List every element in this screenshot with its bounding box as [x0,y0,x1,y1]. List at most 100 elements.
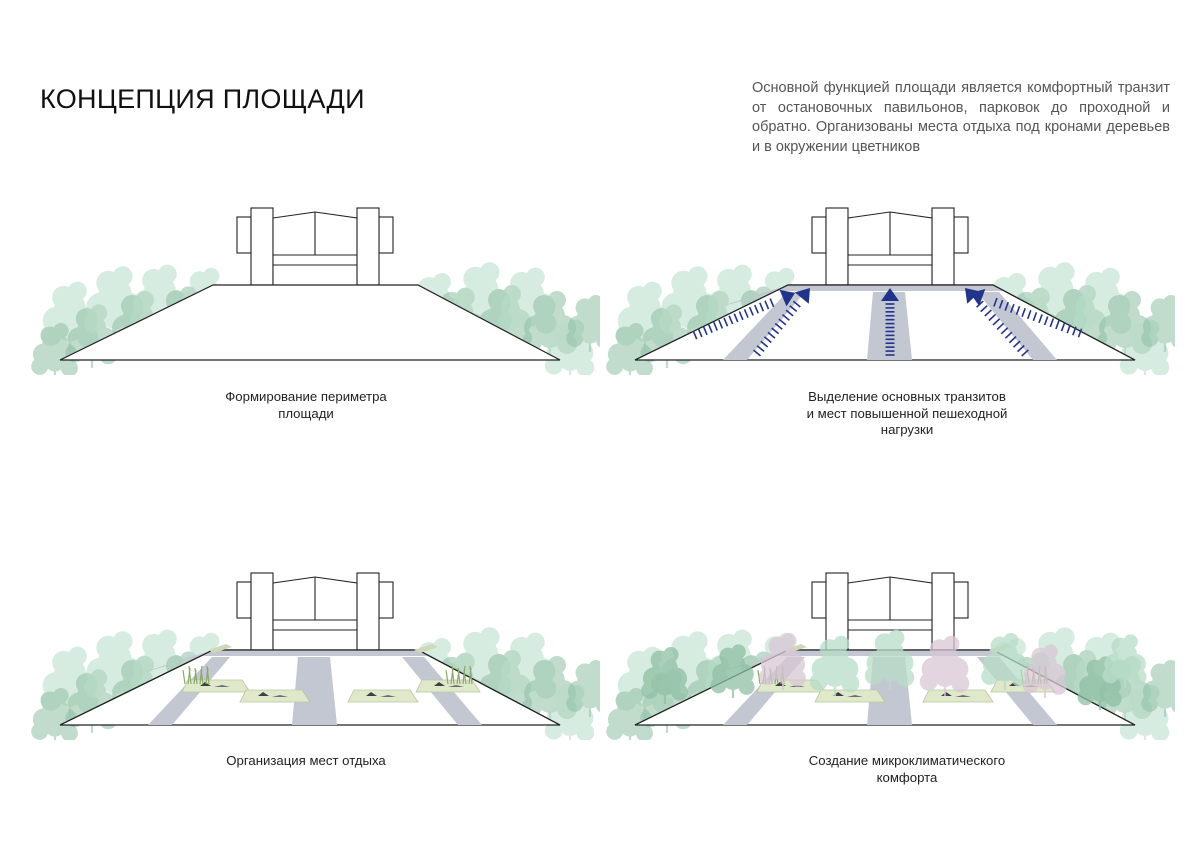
tree-canopy [544,356,563,375]
building-side-wing [953,581,969,619]
arrow-dash [733,313,739,323]
tree-icon [566,660,600,717]
arrow-dash [1055,320,1060,330]
tree-canopy [112,631,133,652]
tree-canopy [1163,295,1175,311]
tree-canopy [433,273,451,291]
transit-path [138,650,213,674]
tree-canopy [559,349,581,371]
arrow-dash [1077,328,1083,338]
tree-canopy [498,675,520,697]
tree-canopy [1119,721,1138,740]
tree-canopy [548,656,566,674]
bench-icon [434,682,445,686]
tree-canopy [53,323,69,339]
tree-canopy [60,724,78,740]
tree-canopy [1073,310,1095,332]
arrow-dash [785,309,794,317]
building-side-wing [236,216,252,254]
tree-canopy [203,267,220,284]
arrow-dash [781,314,790,321]
panel-microclimate-diagram [606,572,1175,740]
arrow-dash [1049,318,1055,328]
arrow-dash [1066,324,1072,334]
tree-canopy [84,676,107,699]
tree-icon [1141,295,1175,352]
arrow-dash [771,327,780,335]
arrow-dash [1010,303,1015,313]
flowerbed-stem [462,665,466,685]
tree-canopy [732,264,752,284]
tree-canopy [642,281,662,301]
caption-rest: Организация мест отдыха [146,753,466,770]
panel-transits [605,195,1175,375]
building-icon [236,207,394,286]
arrow-dash [702,326,708,336]
bench-icon [214,685,230,687]
building-side-wing [236,581,252,619]
transit-path [202,650,430,656]
panel-perimeter-diagram [31,207,600,375]
bench-icon [448,685,464,687]
arrow-dash [988,313,997,322]
bench-icon [258,692,269,696]
arrow-dash [764,300,770,310]
bench-icon [272,695,288,697]
tree-canopy [759,667,777,685]
tree-canopy [833,635,850,652]
tree-canopy [635,724,653,740]
tree-canopy [772,661,794,682]
tree-canopy [498,310,520,332]
tree-canopy [588,295,600,311]
caption-line: Организация мест отдыха [226,753,386,768]
arrow-dash [713,321,718,331]
tree-canopy [566,329,584,347]
tree-canopy [888,629,905,646]
caption-line: нагрузки [880,422,934,437]
tree-canopy [1119,356,1138,375]
arrow-head [794,288,810,304]
tree-icon [1077,656,1122,710]
building-tower [250,207,274,286]
tree-icon [31,323,78,375]
tree-canopy [778,267,795,284]
square-perimeter [59,284,561,361]
tree-icon [864,629,915,690]
tree-canopy [1130,668,1147,685]
tree-canopy [1115,660,1135,680]
panel-microclimate [605,560,1175,740]
lawn [415,679,481,693]
tree-canopy [1003,633,1019,649]
tree-canopy [738,678,755,695]
tree-canopy [864,666,883,685]
caption-line: комфорта [876,769,938,785]
tree-canopy [1141,329,1159,347]
tree-canopy [896,668,915,687]
tree-canopy [44,351,66,372]
tree-canopy [579,688,600,709]
arrow-dash [1017,344,1025,353]
arrow-dash [753,349,761,357]
tree-canopy [670,683,688,701]
panel-perimeter [30,195,600,375]
flowerbed-stem [200,669,204,685]
arrow-dash [992,318,1001,326]
bench-icon [380,695,396,697]
arrow-icon [692,289,795,340]
lawn [239,689,311,703]
tree-canopy [781,633,797,649]
tree-canopy [723,670,743,690]
arrow-dash [996,322,1005,330]
tree-canopy [67,281,87,301]
arrow-dash [756,345,765,353]
transit-path [777,285,1005,291]
planter [414,644,438,653]
panel-transits-diagram [606,207,1175,375]
tree-canopy [619,351,641,372]
bench-icon [366,692,377,696]
flowerbed-stem [194,667,198,685]
arrow-dash [759,302,765,312]
panel-rest-diagram [31,572,600,740]
tree-icon [919,635,970,696]
arrow-dash [1038,314,1043,324]
